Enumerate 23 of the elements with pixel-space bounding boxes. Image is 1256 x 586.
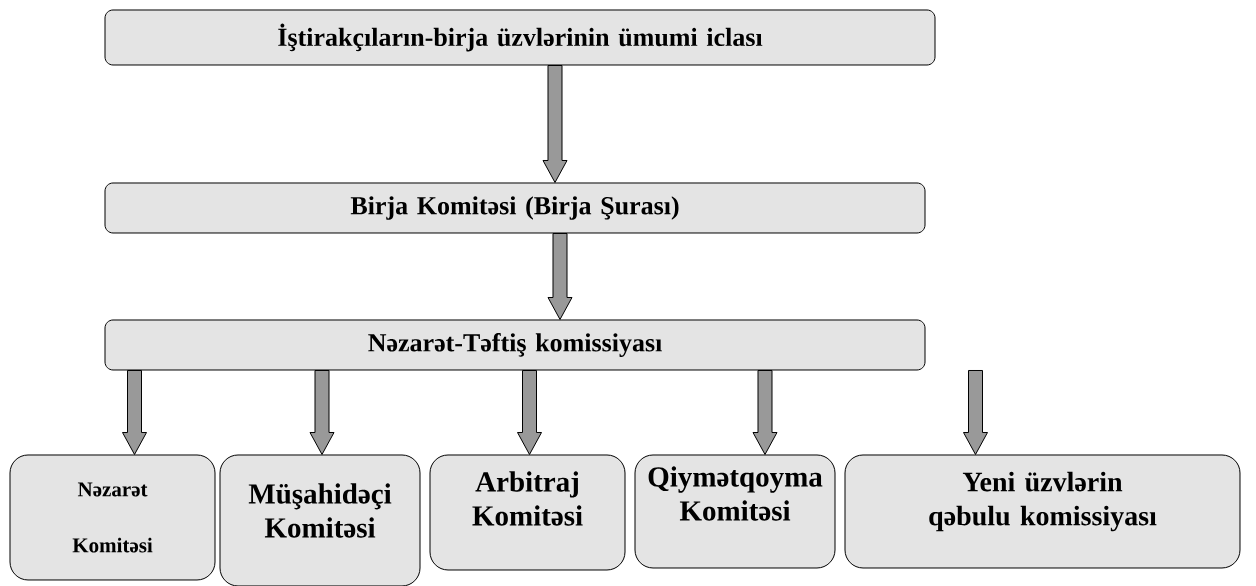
block-arrow [122,370,147,455]
committee-box [844,454,1241,569]
committee-box [9,454,216,581]
block-arrow [963,370,988,455]
block-arrow [309,370,335,455]
level-box [104,182,926,234]
block-arrow [547,233,573,320]
box-label: Müşahidəçi Komitəsi [248,483,392,538]
level-box [104,319,926,371]
block-arrow [517,370,542,455]
box-label: Birja Komitəsi (Birja Şurası) [350,196,679,220]
block-arrow [752,370,778,455]
box-label: İştirakçıların-birja üzvlərinin ümumi iclası [278,23,763,52]
committee-box [429,454,626,571]
box-label: Nəzarət-Təftiş komissiyası [368,333,662,357]
level-box [104,9,936,66]
box-label: Yeni üzvlərin qəbulu komissiyası [929,471,1157,532]
committee-box [219,454,421,586]
box-label: Arbitraj Komitəsi [472,471,583,526]
committee-box [634,454,836,569]
block-arrow [542,65,568,183]
box-label: Qiymətqoyma Komitəsi [648,466,823,521]
box-label: Nəzarət Komitəsi [72,482,153,553]
